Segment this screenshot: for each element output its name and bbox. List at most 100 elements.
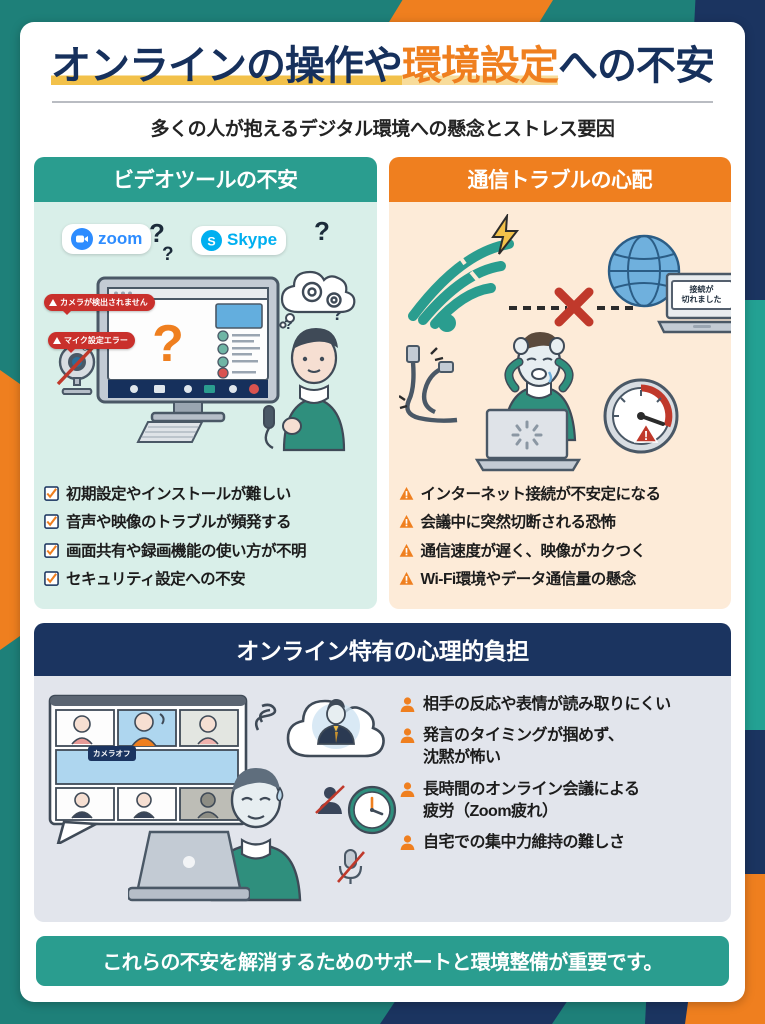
list-item-label: 発言のタイミングが掴めず、 沈黙が怖い [423,725,624,769]
error-badge-microphone: マイク設定エラー [48,331,135,353]
panel-connection-trouble: 通信トラブルの心配 [388,156,731,610]
connection-trouble-bullet-list: インターネット接続が不安定になる 会議中に突然切断される恐怖 [399,484,722,591]
worried-person-with-microphone-illustration [263,327,346,451]
top-panels-row: ビデオツールの不安 zoom [20,141,745,610]
warning-triangle-icon [399,486,413,500]
question-mark-icon-5: ? [284,315,294,333]
list-item: 音声や映像のトラブルが頻発する [44,512,367,533]
list-item-line-1: 長時間のオンライン会議による [423,780,640,798]
video-tools-bullet-list: 初期設定やインストールが難しい 音声や映像のトラブルが頻発する [44,484,367,591]
panel-psychological-burden: オンライン特有の心理的負担 [34,623,731,923]
footer-message-banner: これらの不安を解消するためのサポートと環境整備が重要です。 [36,936,729,987]
list-item: 発言のタイミングが掴めず、 沈黙が怖い [399,725,719,769]
zoom-logo-label: zoom [98,228,143,248]
warning-triangle-icon [399,543,413,557]
list-item-label: 音声や映像のトラブルが頻発する [66,514,292,532]
error-badge-camera-label: カメラが検出されません [60,297,148,307]
svg-text:S: S [207,234,215,248]
title-segment-1: オンラインの操作や [51,44,403,88]
checkbox-icon [44,542,59,558]
list-item: 会議中に突然切断される恐怖 [399,512,722,533]
warning-triangle-icon [399,515,413,528]
question-mark-icon-3: ? [314,215,330,246]
question-mark-icon-2: ? [162,243,174,265]
list-item-label: Wi-Fi環境やデータ通信量の懸念 [420,570,637,588]
panel-psychological-burden-heading: オンライン特有の心理的負担 [34,623,731,677]
page-title: オンラインの操作や環境設定への不安 [46,44,719,89]
zoom-logo-chip: zoom [62,223,152,254]
list-item-label: 画面共有や録画機能の使い方が不明 [66,542,307,560]
error-badge-microphone-label: マイク設定エラー [64,335,128,345]
keyboard-icon [136,420,204,443]
list-item: 相手の反応や表情が読み取りにくい [399,694,719,716]
list-item-label: 通信速度が遅く、映像がカクつく [420,542,647,560]
panel-connection-trouble-body: 接続が 切れました [388,201,731,610]
warning-triangle-icon [399,571,413,585]
panel-connection-trouble-heading: 通信トラブルの心配 [388,156,731,202]
person-disabled-icon [315,785,345,815]
clock-icon [347,786,397,835]
list-item: 自宅での集中力維持の難しさ [399,832,719,854]
panel-video-tools-body: zoom S Skype ? ? ? ? ? [34,201,377,610]
psychological-burden-illustration: カメラオフ [46,688,397,908]
list-item-line-2: 疲労（Zoom疲れ） [423,802,558,820]
laptop-front-icon [128,831,250,902]
panel-video-tools: ビデオツールの不安 zoom [34,156,377,610]
broken-connection-dashes-icon [596,305,637,310]
laptop-note-line-1: 接続が [689,284,714,294]
microphone-muted-icon [337,849,365,885]
skype-logo-label: Skype [227,230,278,250]
list-item: Wi-Fi環境やデータ通信量の懸念 [399,569,722,590]
person-icon [400,697,415,713]
skype-icon: S [201,229,222,251]
list-item-label: 初期設定やインストールが難しい [66,485,291,503]
person-icon [400,781,415,797]
panel-psychological-burden-body: カメラオフ [34,676,731,923]
list-item-label: 相手の反応や表情が読み取りにくい [423,696,671,714]
person-icon [400,728,415,744]
video-tools-illustration: zoom S Skype ? ? ? ? ? [44,210,367,480]
stress-swirl-icon [254,703,277,731]
question-mark-icon-4: ? [332,303,343,324]
connection-trouble-illustration: 接続が 切れました [398,210,731,480]
wifi-signal-icon [407,238,514,332]
camera-off-badge: カメラオフ [88,746,136,762]
zoom-icon [71,227,93,250]
psychological-burden-bullet-list: 相手の反応や表情が読み取りにくい 発言のタイミングが掴めず、 沈黙が怖い [399,688,719,908]
list-item-label: インターネット接続が不安定になる [420,485,662,503]
infographic-card: オンラインの操作や環境設定への不安 多くの人が抱えるデジタル環境への懸念とストレ… [20,22,745,1002]
title-segment-3: への不安 [558,44,715,88]
svg-text:?: ? [152,315,184,373]
header: オンラインの操作や環境設定への不安 多くの人が抱えるデジタル環境への懸念とストレ… [20,22,745,141]
title-segment-2: 環境設定 [402,44,559,88]
connection-failed-x-icon [554,287,593,327]
error-badge-camera: カメラが検出されません [44,293,155,315]
checkbox-icon [44,514,59,529]
list-item-label: 自宅での集中力維持の難しさ [423,833,625,851]
broken-connection-dashes-icon [508,305,567,310]
svg-text:!: ! [643,428,647,443]
laptop-disconnect-note: 接続が 切れました [670,279,731,310]
panel-video-tools-heading: ビデオツールの不安 [34,156,377,202]
list-item: インターネット接続が不安定になる [399,484,722,505]
list-item: 通信速度が遅く、映像がカクつく [399,541,722,562]
lightning-bolt-icon [490,213,519,255]
tangled-cables-icon [398,344,457,423]
list-item: 長時間のオンライン会議による 疲労（Zoom疲れ） [399,779,719,823]
person-icon [400,835,415,850]
question-mark-icon-1: ? [149,217,165,248]
warning-triangle-icon [53,336,61,344]
thought-cloud-avatar-icon [286,699,385,758]
list-item: 画面共有や録画機能の使い方が不明 [44,541,367,562]
warning-triangle-icon [49,298,57,306]
list-item: 初期設定やインストールが難しい [44,484,367,505]
checkbox-icon [44,571,59,586]
skype-logo-chip: S Skype [192,225,287,255]
laptop-loading-icon [474,408,581,471]
gear-thought-cloud-icon [279,270,356,329]
title-divider [52,100,713,103]
list-item-line-2: 沈黙が怖い [423,749,501,767]
list-item-label: 長時間のオンライン会議による 疲労（Zoom疲れ） [423,779,640,823]
laptop-note-line-2: 切れました [681,294,722,304]
checkbox-icon [44,485,59,501]
